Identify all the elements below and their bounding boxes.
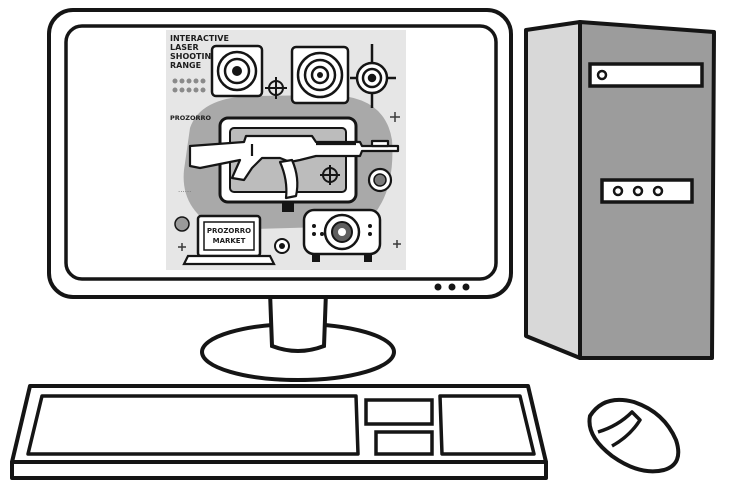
keyboard	[10, 384, 548, 480]
screen-title-line-2: LASER	[170, 43, 199, 52]
screen-title-line-4: RANGE	[170, 61, 201, 70]
screen-round-badge	[174, 216, 290, 254]
screen-content: INTERACTIVE LASER SHOOTING RANGE PROZORR…	[166, 30, 406, 270]
mouse	[587, 397, 681, 474]
keyboard-main-keys	[26, 394, 360, 456]
monitor-indicator-dot	[434, 283, 442, 291]
screen-title-line-3: SHOOTING	[170, 52, 218, 61]
tower-side-panel	[524, 20, 582, 360]
monitor-indicator-dot	[462, 283, 470, 291]
mouse-body	[587, 397, 681, 474]
target-square-large	[290, 45, 350, 105]
screen-brand-label: PROZORRO	[170, 114, 212, 122]
laptop-sticker-line-1: PROZORRO	[207, 227, 251, 235]
tower-button-dot	[612, 185, 624, 197]
keyboard-arrow-key-top	[364, 398, 434, 426]
tower-drive-bay-top	[588, 62, 704, 88]
monitor-stand-neck	[267, 290, 329, 353]
assault-rifle-icon	[188, 134, 400, 200]
tower-drive-bay-bottom	[600, 178, 694, 204]
tower-button-dot	[652, 185, 664, 197]
keyboard-arrow-key-bottom	[374, 430, 434, 456]
tower-drive-led	[596, 69, 608, 81]
speaker-icon	[367, 167, 393, 193]
keyboard-front-edge	[10, 460, 548, 480]
projector-icon	[302, 208, 382, 262]
screen-faint-caption: ......	[178, 186, 191, 194]
screen-title-line-1: INTERACTIVE	[170, 34, 229, 43]
sparkle-marks	[178, 112, 401, 251]
tower-button-dot	[632, 185, 644, 197]
mouse-button-split	[597, 410, 642, 448]
target-square-small	[210, 44, 264, 98]
keyboard-numpad	[438, 394, 536, 456]
monitor-indicator-dot	[448, 283, 456, 291]
target-round-crosshair	[350, 44, 396, 108]
laptop-icon: PROZORRO MARKET	[182, 214, 276, 266]
computer-tower	[524, 20, 716, 360]
screen-dot-rows	[172, 78, 206, 93]
laptop-sticker-line-2: MARKET	[213, 237, 246, 245]
crosshair-target-icon	[265, 77, 287, 99]
